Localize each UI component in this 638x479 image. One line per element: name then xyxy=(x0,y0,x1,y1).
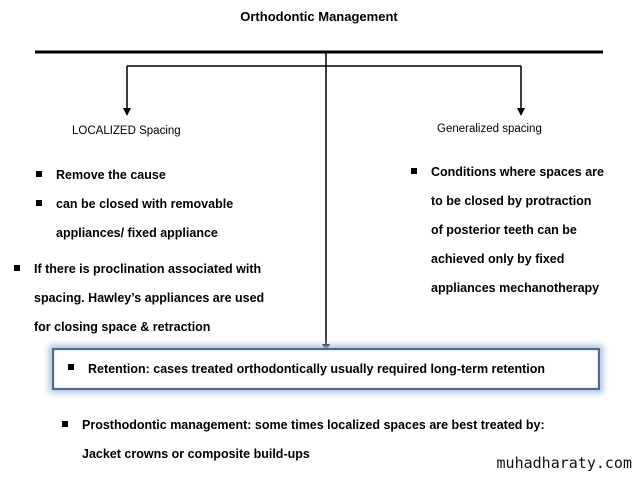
list-item-continuation: Jacket crowns or composite build-ups xyxy=(82,447,310,461)
list-item-continuation: appliances mechanotherapy xyxy=(431,281,600,295)
list-item-continuation: spacing. Hawley’s appliances are used xyxy=(34,291,265,305)
list-item: Remove the cause xyxy=(36,161,233,190)
list-item-continuation: of posterior teeth can be xyxy=(431,223,577,237)
list-item-continuation: for closing space & retraction xyxy=(34,320,211,334)
generalized-list: Conditions where spaces are to be closed… xyxy=(411,158,604,303)
retention-text: Retention: cases treated orthodontically… xyxy=(88,361,546,376)
left-arrowhead xyxy=(123,108,131,116)
bullet-icon xyxy=(411,167,417,174)
bullet-icon xyxy=(62,420,68,427)
localized-list: Remove the cause can be closed with remo… xyxy=(36,161,233,248)
list-item: can be closed with removable xyxy=(36,190,233,219)
localized-extra: If there is proclination associated with… xyxy=(14,255,264,342)
retention-box: Retention: cases treated orthodontically… xyxy=(52,348,600,390)
list-item-continuation: achieved only by fixed xyxy=(431,252,565,266)
right-arrowhead xyxy=(517,108,525,116)
watermark: muhadharaty.com xyxy=(496,454,632,472)
bullet-icon xyxy=(14,264,20,271)
list-item: If there is proclination associated with xyxy=(14,255,264,284)
prosthodontic-list: Prosthodontic management: some times loc… xyxy=(62,411,545,469)
page-title: Orthodontic Management xyxy=(240,9,398,24)
bullet-icon xyxy=(36,199,42,206)
bullet-icon xyxy=(68,364,74,370)
list-item-continuation: appliances/ fixed appliance xyxy=(56,226,218,240)
list-item: Conditions where spaces are xyxy=(411,158,604,187)
list-item-continuation: to be closed by protraction xyxy=(431,194,592,208)
generalized-heading: Generalized spacing xyxy=(437,123,542,135)
bullet-icon xyxy=(36,170,42,177)
localized-heading: LOCALIZED Spacing xyxy=(72,125,181,137)
list-item: Prosthodontic management: some times loc… xyxy=(62,411,545,440)
